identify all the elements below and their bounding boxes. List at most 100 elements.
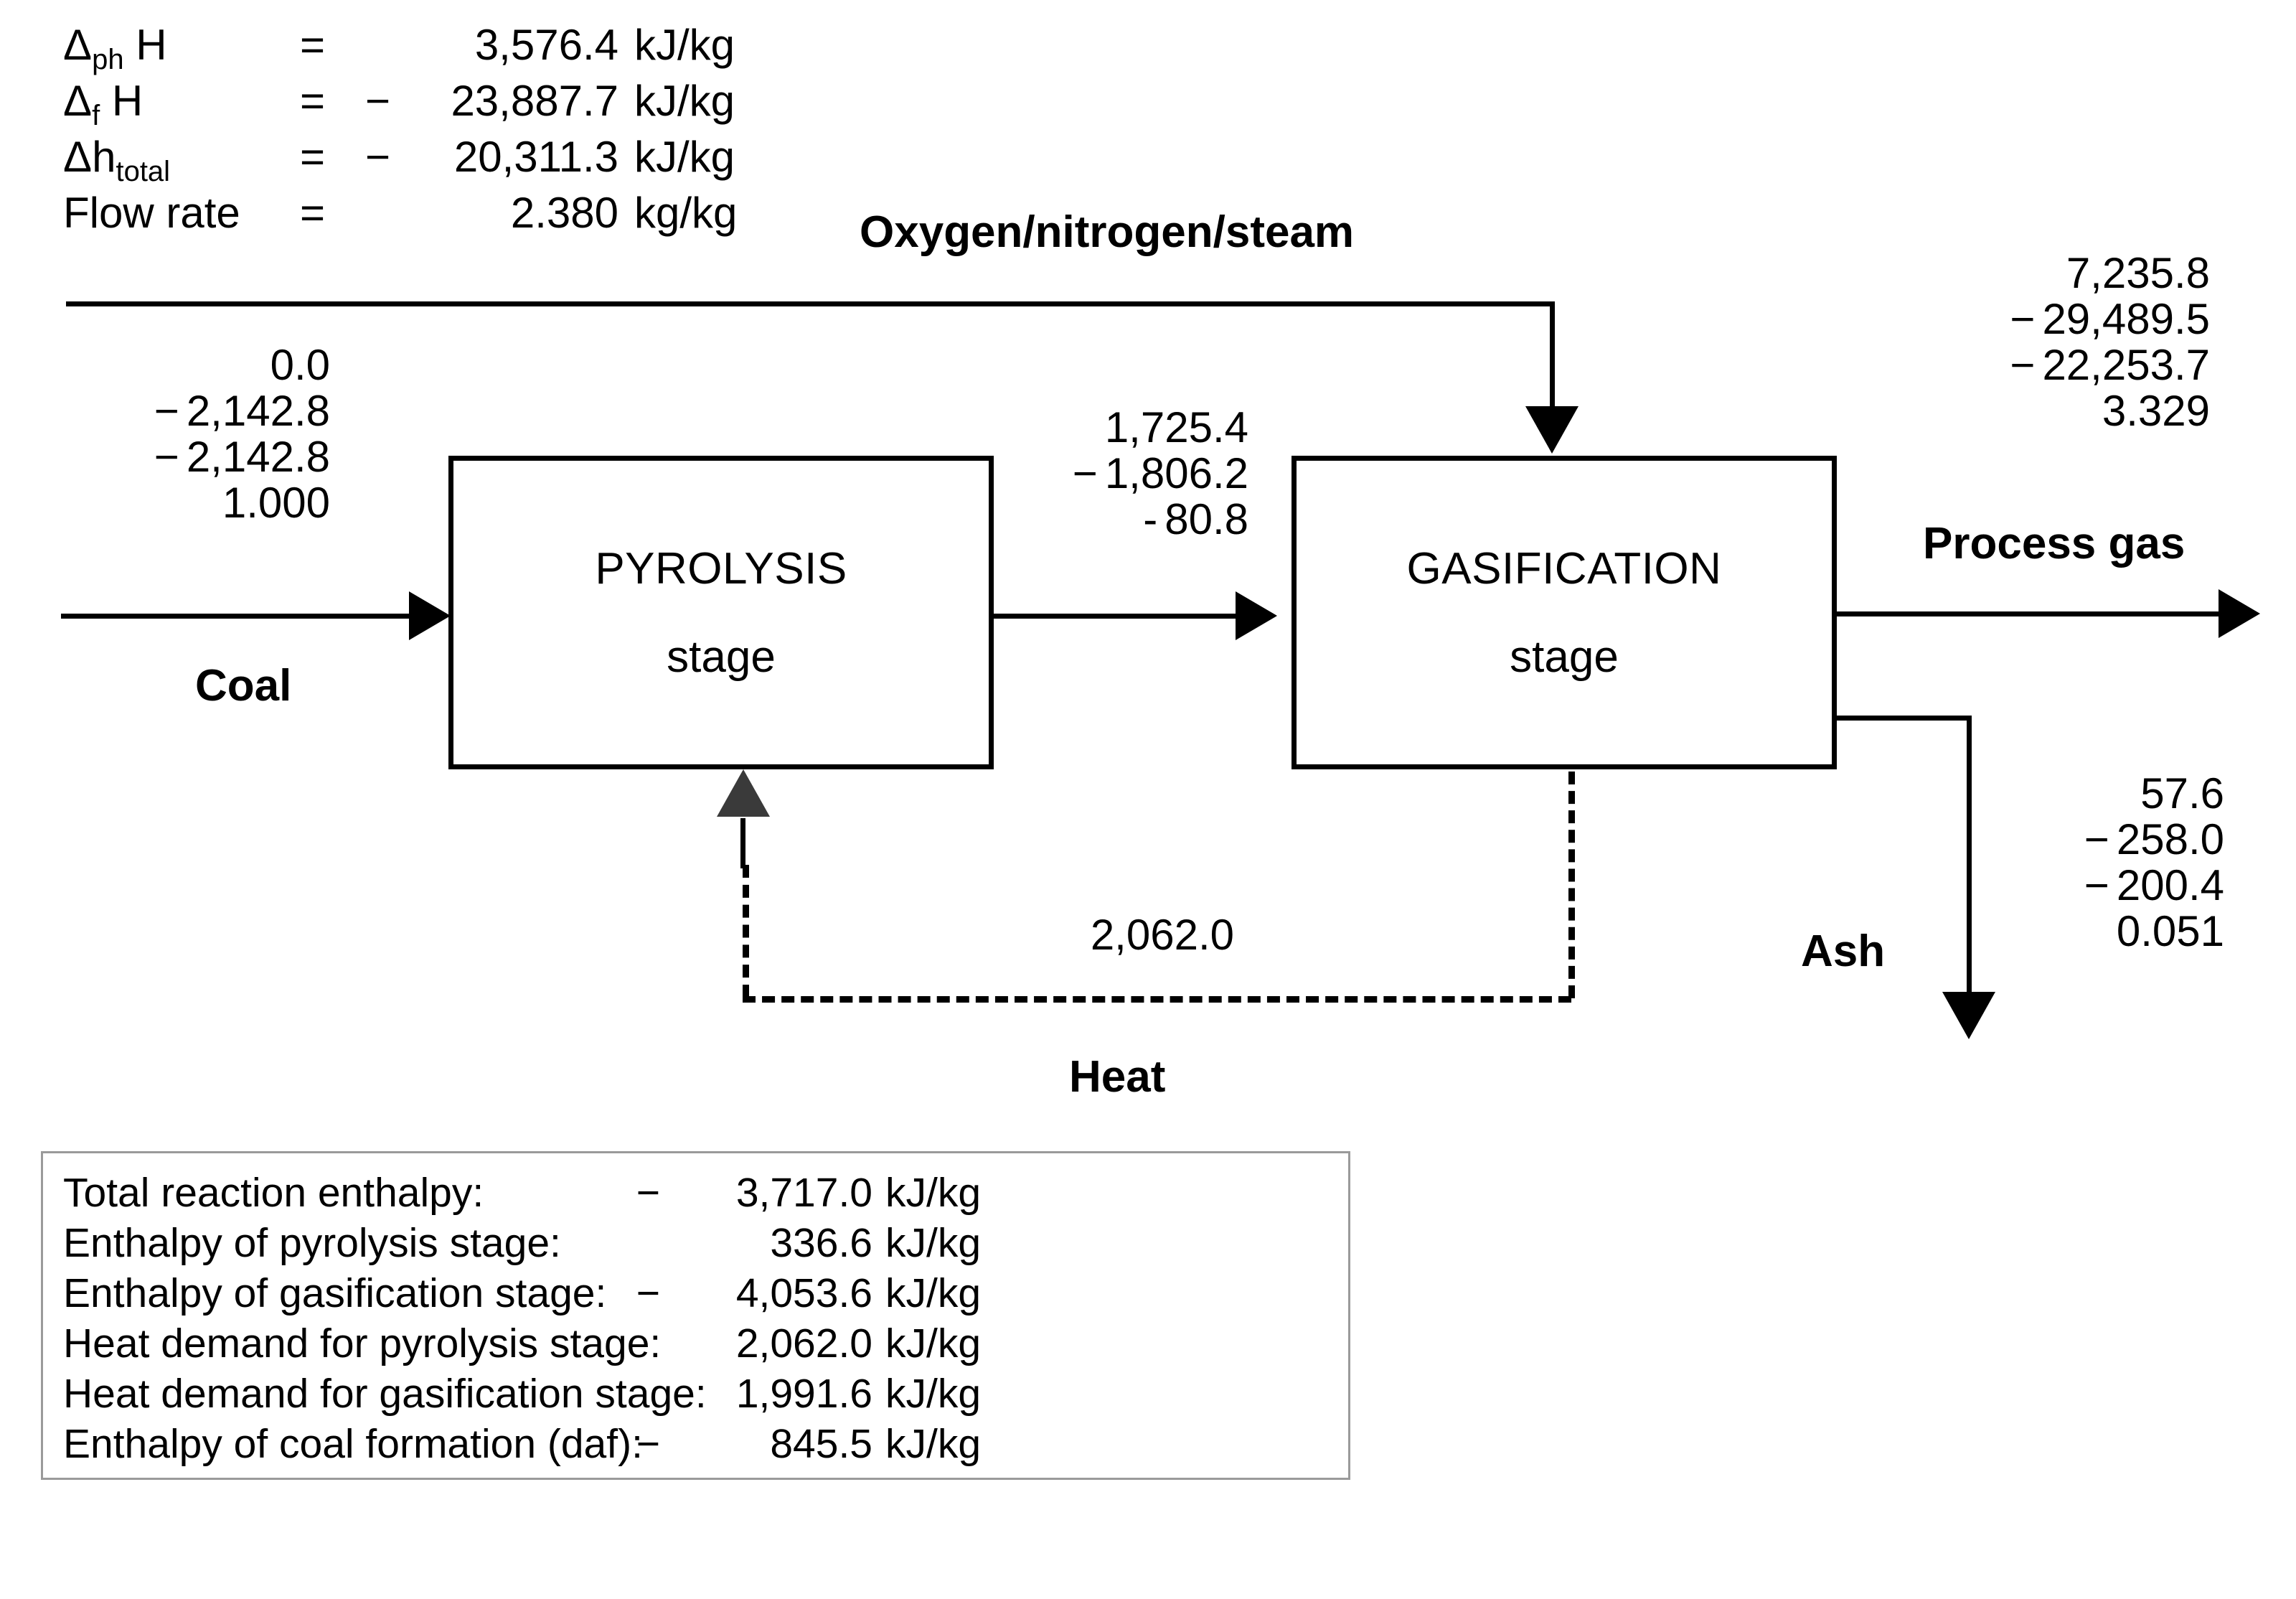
summary-value: 3,717.0 [735, 1170, 872, 1216]
heat-loop-arrow-stem [740, 818, 745, 868]
value-number: 2,142.8 [186, 387, 330, 435]
legend-row: Δf H = − 23,887.7 kJ/kg [63, 76, 781, 132]
legend-row: Δhtotal = − 20,311.3 kJ/kg [63, 132, 781, 188]
value-sign: − [2010, 341, 2036, 389]
summary-sign: − [636, 1270, 660, 1316]
value-number: 2,062.0 [1090, 911, 1234, 959]
summary-label: Heat demand for pyrolysis stage: [63, 1321, 662, 1366]
heat-loop-bottom-dashed [743, 996, 1571, 1003]
summary-unit: kJ/kg [885, 1321, 982, 1366]
legend-symbol: Δf H [63, 77, 144, 131]
value-number: 1.000 [222, 479, 330, 527]
stream-value-row: −22,253.7 [1880, 343, 2210, 389]
legend-equals: = [300, 21, 326, 69]
summary-row: Heat demand for gasification stage: 1,99… [63, 1370, 1348, 1420]
enthalpy-legend: Δph H = 3,576.4 kJ/kg Δf H = − 23,887.7 … [63, 20, 781, 244]
coal-stream-label: Coal [195, 661, 292, 711]
summary-row: Enthalpy of coal formation (daf): − 845.… [63, 1420, 1348, 1471]
legend-equals: = [300, 189, 326, 237]
stream-value-row: 2,062.0 [1062, 913, 1234, 959]
legend-value: 2.380 [510, 189, 618, 237]
legend-row: Δph H = 3,576.4 kJ/kg [63, 20, 781, 76]
gasification-subtitle: stage [1510, 632, 1619, 682]
stream-value-row: 1,725.4 [1033, 405, 1248, 451]
ash-outlet-arrowhead-icon [1942, 992, 1995, 1039]
legend-unit: kg/kg [634, 189, 738, 237]
summary-label: Enthalpy of pyrolysis stage: [63, 1220, 561, 1266]
legend-row: Flow rate = 2.380 kg/kg [63, 188, 781, 244]
process-gas-values: 7,235.8 −29,489.5 −22,253.7 3.329 [1880, 251, 2210, 435]
heat-stream-label: Heat [1069, 1052, 1166, 1102]
pyrolysis-subtitle: stage [667, 632, 776, 682]
legend-equals: = [300, 133, 326, 181]
value-sign: − [154, 387, 179, 435]
char-stream-arrowhead-icon [1236, 591, 1277, 640]
char-stream-line [994, 614, 1241, 619]
summary-unit: kJ/kg [885, 1421, 982, 1467]
oxidant-feed-vertical-line [1550, 301, 1555, 409]
legend-equals: = [300, 77, 326, 125]
value-sign: − [2010, 295, 2036, 343]
summary-sign: − [636, 1421, 660, 1467]
legend-symbol: Flow rate [63, 189, 240, 237]
pyrolysis-stage-box[interactable]: PYROLYSIS stage [448, 456, 994, 769]
value-number: 2,142.8 [186, 433, 330, 481]
coal-inlet-arrowhead-icon [409, 591, 451, 640]
heat-loop-left-vertical-dashed [743, 865, 749, 998]
value-number: 22,253.7 [2042, 341, 2210, 389]
summary-sign: − [636, 1170, 660, 1216]
summary-row: Enthalpy of gasification stage: − 4,053.… [63, 1270, 1348, 1320]
heat-loop-value: 2,062.0 [1062, 913, 1234, 959]
summary-label: Enthalpy of coal formation (daf): [63, 1421, 643, 1467]
gasification-stage-box[interactable]: GASIFICATION stage [1292, 456, 1837, 769]
summary-unit: kJ/kg [885, 1371, 982, 1417]
char-stream-values: 1,725.4 −1,806.2 -80.8 [1033, 405, 1248, 543]
value-number: 3.329 [2102, 387, 2210, 435]
value-number: 0.051 [2116, 907, 2224, 955]
legend-value: 20,311.3 [453, 133, 618, 181]
summary-value: 845.5 [770, 1421, 872, 1467]
stream-value-row: 3.329 [1880, 389, 2210, 435]
stream-value-row: 1.000 [122, 481, 330, 527]
value-sign: − [2084, 861, 2109, 909]
value-sign: − [154, 433, 179, 481]
process-gas-outlet-line [1832, 611, 2223, 616]
summary-panel: Total reaction enthalpy: − 3,717.0 kJ/kg… [41, 1151, 1350, 1480]
legend-value: 23,887.7 [451, 77, 618, 125]
ash-outlet-horizontal-line [1832, 716, 1972, 721]
summary-value: 1,991.6 [735, 1371, 872, 1417]
pyrolysis-title: PYROLYSIS [595, 543, 847, 594]
summary-unit: kJ/kg [885, 1270, 982, 1316]
summary-row: Total reaction enthalpy: − 3,717.0 kJ/kg [63, 1169, 1348, 1219]
summary-label: Heat demand for gasification stage: [63, 1371, 707, 1417]
summary-unit: kJ/kg [885, 1170, 982, 1216]
summary-label: Total reaction enthalpy: [63, 1170, 484, 1216]
summary-value: 2,062.0 [735, 1321, 872, 1366]
stream-value-row: 0.0 [122, 343, 330, 389]
value-number: 1,725.4 [1104, 403, 1248, 451]
value-number: 200.4 [2116, 861, 2224, 909]
legend-symbol: Δhtotal [63, 133, 171, 187]
summary-unit: kJ/kg [885, 1220, 982, 1266]
ash-stream-label: Ash [1801, 927, 1886, 976]
summary-row: Enthalpy of pyrolysis stage: 336.6 kJ/kg [63, 1219, 1348, 1270]
value-sign: − [1072, 449, 1098, 497]
process-gas-arrowhead-icon [2219, 589, 2260, 638]
heat-loop-arrowhead-icon [717, 769, 770, 817]
stream-value-row: −258.0 [2009, 817, 2224, 863]
value-number: 57.6 [2140, 769, 2224, 817]
gasification-title: GASIFICATION [1406, 543, 1722, 594]
legend-symbol: Δph H [63, 21, 167, 75]
stream-value-row: 7,235.8 [1880, 251, 2210, 297]
stream-value-row: −2,142.8 [122, 435, 330, 481]
legend-sign: − [364, 77, 390, 125]
value-number: 7,235.8 [2066, 249, 2210, 297]
summary-label: Enthalpy of gasification stage: [63, 1270, 607, 1316]
value-number: 1,806.2 [1104, 449, 1248, 497]
value-sign: − [2084, 815, 2109, 863]
ash-outlet-vertical-line [1967, 716, 1972, 995]
summary-value: 336.6 [770, 1220, 872, 1266]
oxidant-feed-horizontal-line [66, 301, 1555, 306]
coal-stream-values: 0.0 −2,142.8 −2,142.8 1.000 [122, 343, 330, 527]
oxidant-stream-label: Oxygen/nitrogen/steam [860, 207, 1355, 257]
